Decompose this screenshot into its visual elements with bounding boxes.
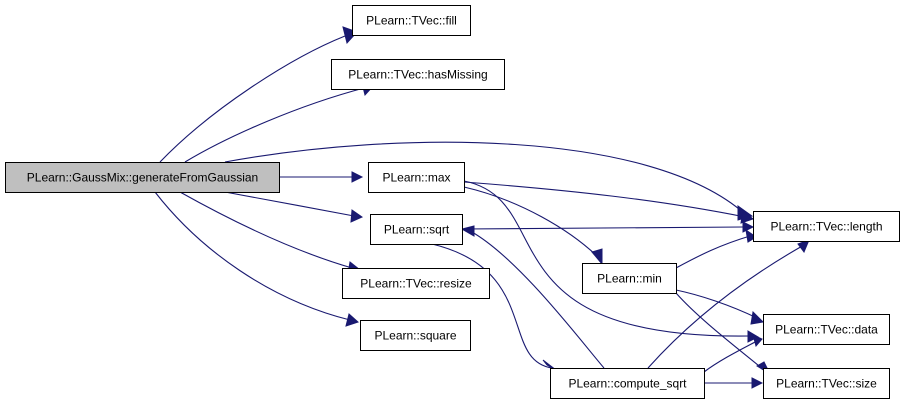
node-box [370,214,463,245]
node-label: PLearn::TVec::data [775,323,878,337]
node-box [352,5,471,36]
arrowhead-icon [752,334,763,348]
edge-root-to-fill [159,26,358,163]
edge-line [461,226,744,230]
node-sqrt[interactable]: PLearn::sqrt [370,214,463,245]
arrowhead-icon [745,228,757,243]
edge-line [431,243,553,369]
edge-max-to-data [463,180,760,343]
edge-root-to-hasMissing [184,78,376,163]
edge-root-to-length [224,141,754,221]
edge-line [675,235,751,269]
edge-line [703,340,758,373]
arrowhead-icon [542,359,557,371]
node-resize[interactable]: PLearn::TVec::resize [342,268,490,299]
node-box [342,268,490,299]
node-label: PLearn::TVec::length [770,220,882,234]
node-fill[interactable]: PLearn::TVec::fill [352,5,471,36]
edge-line [224,191,355,217]
edge-min-to-data [675,289,765,325]
edge-line [647,244,805,369]
edge-line [463,180,751,337]
arrowhead-icon [740,210,755,224]
node-box [753,211,900,242]
edge-min-to-length [675,228,757,269]
edge-line [471,231,605,369]
node-label: PLearn::TVec::fill [366,14,457,28]
edge-line [179,191,353,269]
edge-root-to-max [279,171,364,183]
edge-line [675,289,758,319]
edge-root-to-square [154,191,359,327]
node-hasMissing[interactable]: PLearn::TVec::hasMissing [331,59,505,90]
node-box [368,162,465,193]
arrowhead-icon [751,377,764,389]
node-label: PLearn::TVec::size [776,377,877,391]
edge-line [463,186,599,258]
node-compute-sqrt[interactable]: PLearn::compute_sqrt [550,368,705,399]
node-max[interactable]: PLearn::max [368,162,465,193]
edge-line [224,141,746,215]
node-label: PLearn::square [374,329,456,343]
edge-line [159,35,346,163]
node-root[interactable]: PLearn::GaussMix::generateFromGaussian [5,162,280,193]
edge-line [184,87,365,163]
node-box [360,320,471,351]
node-label: PLearn::GaussMix::generateFromGaussian [27,171,258,185]
arrowhead-icon [350,209,364,223]
node-data[interactable]: PLearn::TVec::data [763,314,890,345]
arrowhead-icon [750,310,765,325]
node-label: PLearn::compute_sqrt [568,377,687,391]
edge-max-to-length [463,181,755,224]
edge-compute_sqrt-to-sqrt [460,225,605,369]
edge-compute_sqrt-to-size [704,377,764,389]
node-min[interactable]: PLearn::min [582,263,677,294]
node-box [5,162,280,193]
edge-compute_sqrt-to-data [703,334,763,373]
arrowhead-icon [742,221,755,233]
node-box [763,314,890,345]
node-length[interactable]: PLearn::TVec::length [753,211,900,242]
node-box [550,368,705,399]
arrowhead-icon [345,313,359,327]
edge-sqrt-to-length [461,221,755,233]
node-label: PLearn::sqrt [384,223,450,237]
edge-compute_sqrt-to-length [647,239,810,369]
edge-root-to-resize [179,191,362,275]
arrowhead-icon [460,225,475,237]
node-box [582,263,677,294]
edge-max-to-min [463,186,603,266]
arrowhead-icon [351,171,364,183]
edge-line [463,181,746,218]
node-label: PLearn::max [382,171,450,185]
edge-line [675,292,765,371]
edge-line [154,191,351,321]
edge-root-to-sqrt [224,191,364,223]
node-square[interactable]: PLearn::square [360,320,471,351]
node-size[interactable]: PLearn::TVec::size [763,368,890,399]
node-label: PLearn::min [597,272,662,286]
edge-min-to-size [675,292,772,376]
node-box [763,368,890,399]
edge-sqrt-to-compute_sqrt [431,243,557,371]
node-box [331,59,505,90]
node-label: PLearn::TVec::hasMissing [348,68,487,82]
nodes-layer: PLearn::GaussMix::generateFromGaussianPL… [5,5,900,399]
node-label: PLearn::TVec::resize [360,277,472,291]
arrowhead-icon [591,248,603,266]
